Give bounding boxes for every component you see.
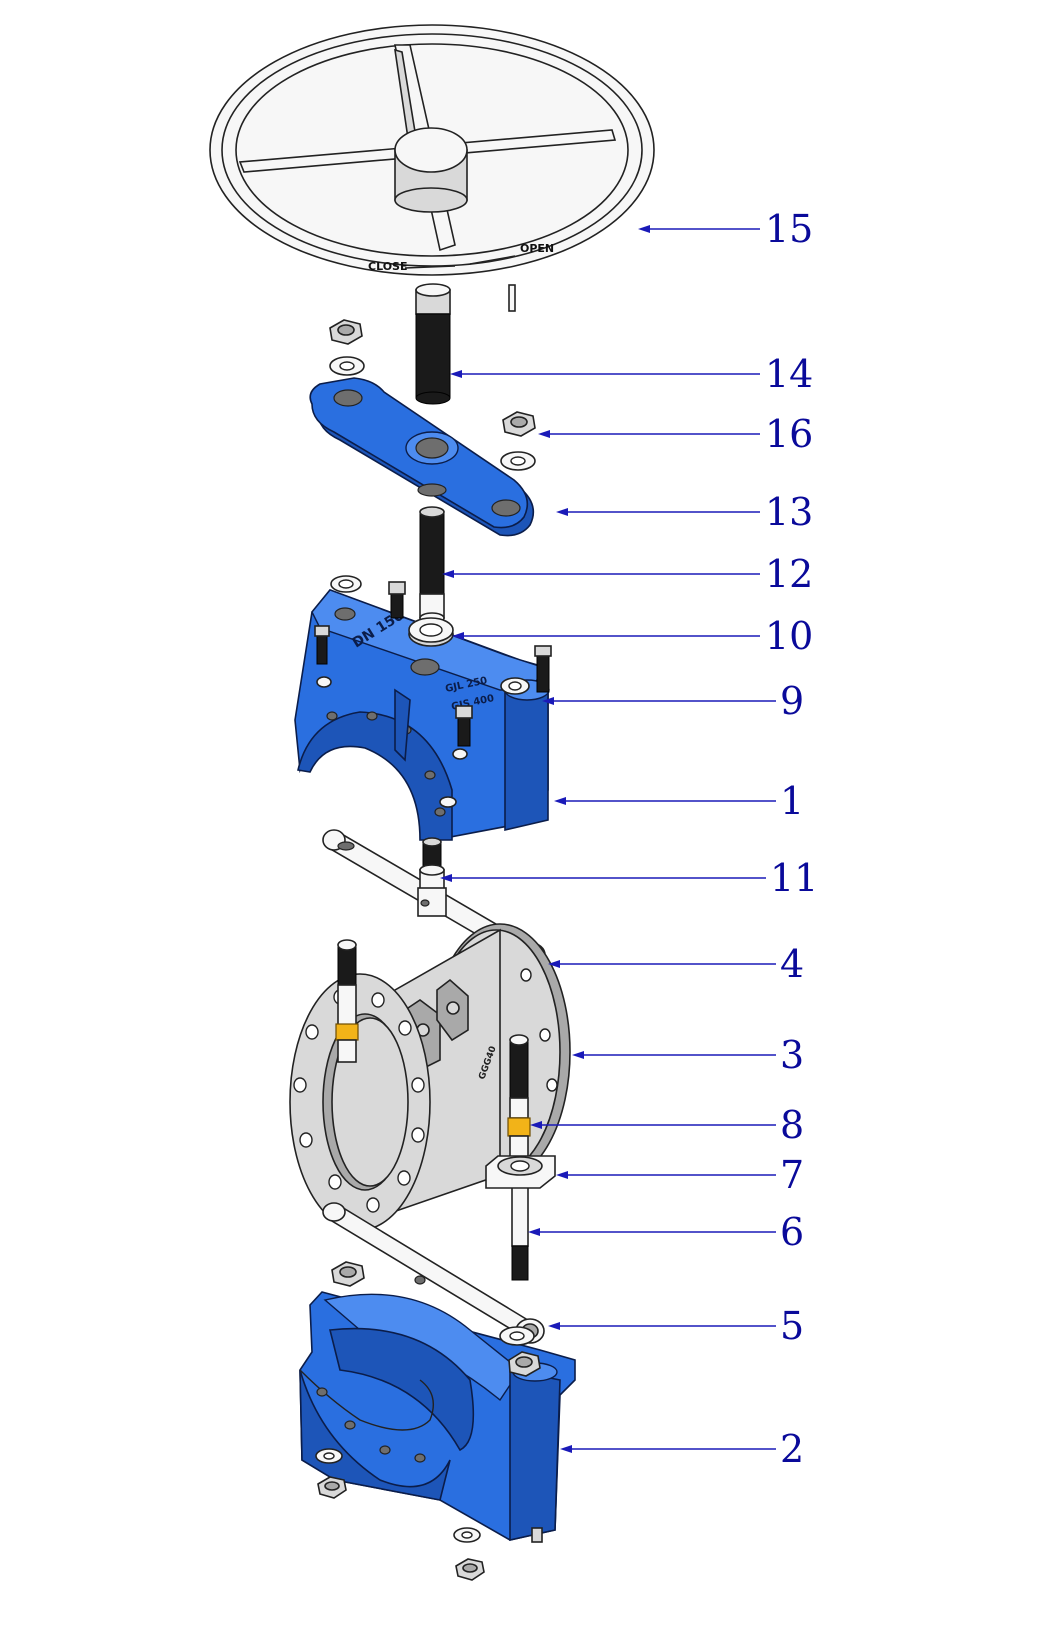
callout-6: 6	[528, 1210, 804, 1254]
callout-14: 14	[450, 352, 813, 396]
stud-bolts	[314, 575, 552, 747]
callout-2: 2	[560, 1427, 804, 1471]
washer-bottom-left	[315, 1448, 343, 1464]
handwheel: CLOSE OPEN	[209, 24, 655, 312]
hex-nut	[502, 411, 536, 437]
callout-4: 4	[548, 942, 804, 986]
callouts: 15 14 16 13 12 10 9	[440, 207, 818, 1471]
hex-nut-bottom-center	[455, 1558, 485, 1581]
callout-11: 11	[440, 856, 818, 900]
guide-rod-left	[335, 939, 359, 1063]
threaded-stem	[415, 283, 451, 405]
callout-7: 7	[556, 1153, 804, 1197]
callout-number: 6	[780, 1210, 804, 1254]
handwheel-close-mark: CLOSE	[368, 260, 407, 273]
hex-nut-lower-left	[331, 1261, 365, 1287]
callout-number: 14	[765, 352, 813, 396]
lower-clamp-housing	[299, 1291, 576, 1543]
guide-block	[485, 1155, 556, 1189]
callout-13: 13	[556, 490, 813, 534]
callout-8: 8	[530, 1103, 804, 1147]
guide-rod-sleeve	[507, 1117, 531, 1159]
upper-stem	[419, 506, 445, 624]
callout-15: 15	[638, 207, 813, 251]
stem-bushing	[408, 617, 454, 647]
callout-number: 2	[780, 1427, 804, 1471]
callout-number: 1	[780, 779, 804, 823]
callout-number: 10	[765, 614, 813, 658]
upper-clamp-housing: DN 150 GJL 250 GJS 400	[294, 589, 550, 841]
callout-9: 9	[542, 679, 804, 723]
callout-number: 15	[765, 207, 813, 251]
yoke-bridge	[309, 377, 535, 537]
handwheel-open-mark: OPEN	[520, 242, 554, 255]
callout-number: 12	[765, 552, 813, 596]
hex-nut-bottom-left	[317, 1476, 347, 1499]
callout-number: 7	[780, 1153, 804, 1197]
callout-number: 8	[780, 1103, 804, 1147]
callout-3: 3	[572, 1033, 804, 1077]
stem-coupling	[417, 837, 447, 917]
callout-number: 4	[780, 942, 804, 986]
callout-10: 10	[452, 614, 813, 658]
callout-number: 3	[780, 1033, 804, 1077]
callout-5: 5	[548, 1304, 804, 1348]
callout-number: 5	[780, 1304, 804, 1348]
washer-right	[500, 451, 536, 471]
washer-lower-right	[499, 1326, 535, 1346]
callout-number: 11	[770, 856, 818, 900]
guide-rod	[509, 1034, 529, 1281]
washer-upper-left	[329, 356, 365, 376]
washer-bottom-center	[453, 1527, 481, 1543]
callout-1: 1	[554, 779, 804, 823]
callout-number: 9	[780, 679, 804, 723]
callout-number: 16	[765, 412, 813, 456]
callout-number: 13	[765, 490, 813, 534]
callout-16: 16	[538, 412, 813, 456]
hex-nut-upper-left	[329, 319, 363, 345]
callout-12: 12	[442, 552, 813, 596]
